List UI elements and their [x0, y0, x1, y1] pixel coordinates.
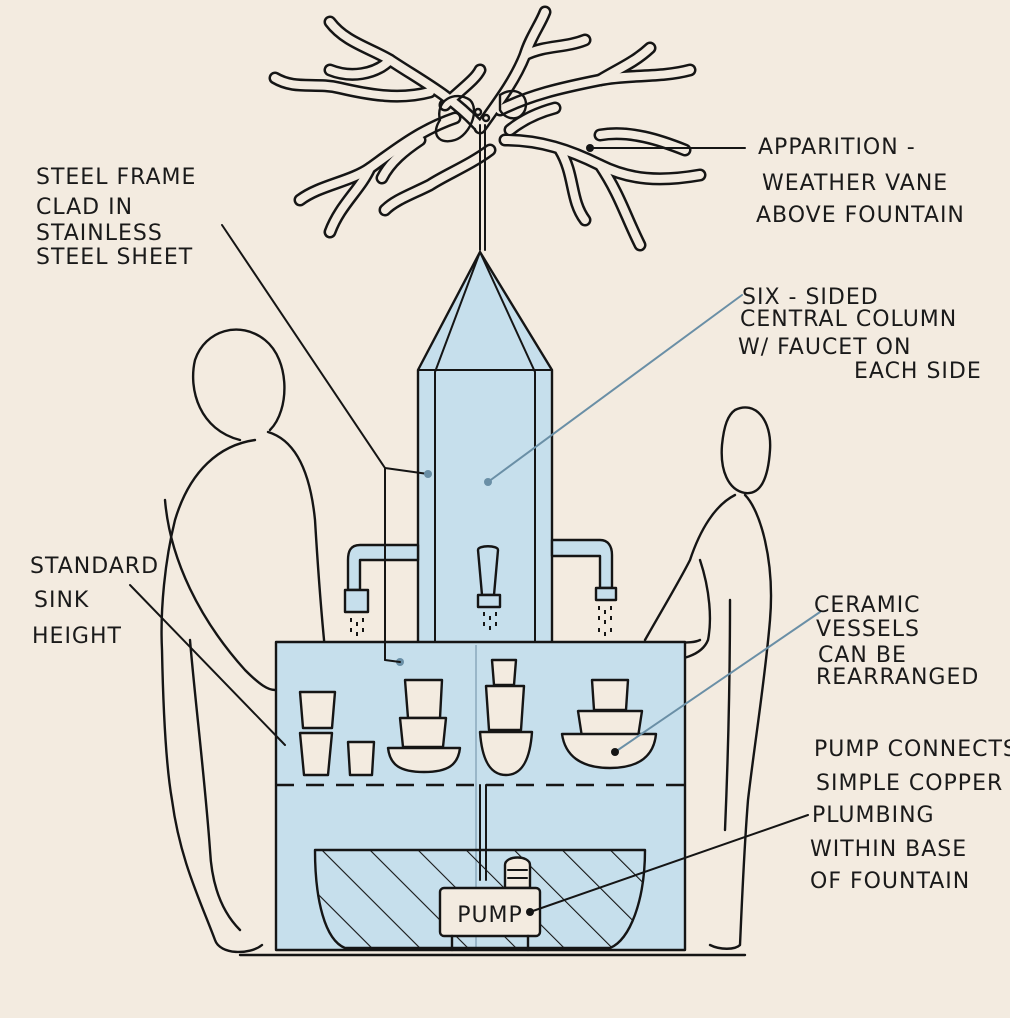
label-steel-frame: STEEL FRAME CLAD IN STAINLESS STEEL SHEE… — [36, 165, 196, 270]
pump-note-line-1: PUMP CONNECTS — [814, 737, 1010, 762]
label-ceramic-vessels: CERAMIC VESSELS CAN BE REARRANGED — [814, 593, 979, 690]
label-apparition: APPARITION - WEATHER VANE ABOVE FOUNTAIN — [756, 135, 965, 228]
six-sided-central-column — [416, 250, 554, 647]
column-line-4: EACH SIDE — [854, 359, 982, 384]
label-pump-note: PUMP CONNECTS SIMPLE COPPER PLUMBING WIT… — [810, 737, 1010, 894]
ceramic-line-3: CAN BE — [818, 643, 907, 668]
pump-note-line-5: OF FOUNTAIN — [810, 869, 970, 894]
faucets — [343, 538, 618, 636]
sink-line-1: STANDARD — [30, 554, 159, 579]
label-central-column: SIX - SIDED CENTRAL COLUMN W/ FAUCET ON … — [738, 285, 982, 384]
steel-frame-line-2: CLAD IN — [36, 195, 133, 220]
steel-frame-line-4: STEEL SHEET — [36, 245, 193, 270]
pump-note-line-4: WITHIN BASE — [810, 837, 967, 862]
column-line-1: SIX - SIDED — [742, 285, 879, 310]
ceramic-line-1: CERAMIC — [814, 593, 921, 618]
apparition-line-2: WEATHER VANE — [762, 171, 948, 196]
steel-frame-line-1: STEEL FRAME — [36, 165, 196, 190]
ceramic-line-4: REARRANGED — [816, 665, 979, 690]
steel-frame-line-3: STAINLESS — [36, 221, 163, 246]
apparition-line-1: APPARITION - — [758, 135, 916, 160]
weather-vane-apparition — [268, 5, 707, 252]
pump-note-line-2: SIMPLE COPPER — [816, 771, 1003, 796]
label-sink-height: STANDARD SINK HEIGHT — [30, 554, 159, 649]
pump-note-line-3: PLUMBING — [812, 803, 935, 828]
column-line-2: CENTRAL COLUMN — [740, 307, 957, 332]
ceramic-line-2: VESSELS — [816, 617, 920, 642]
column-line-3: W/ FAUCET ON — [738, 335, 911, 360]
pump-unit: PUMP — [438, 856, 542, 952]
annotation-leaders — [129, 144, 821, 916]
sink-line-3: HEIGHT — [32, 624, 122, 649]
pump-box-label: PUMP — [457, 903, 523, 928]
apparition-line-3: ABOVE FOUNTAIN — [756, 203, 965, 228]
sink-line-2: SINK — [34, 588, 89, 613]
